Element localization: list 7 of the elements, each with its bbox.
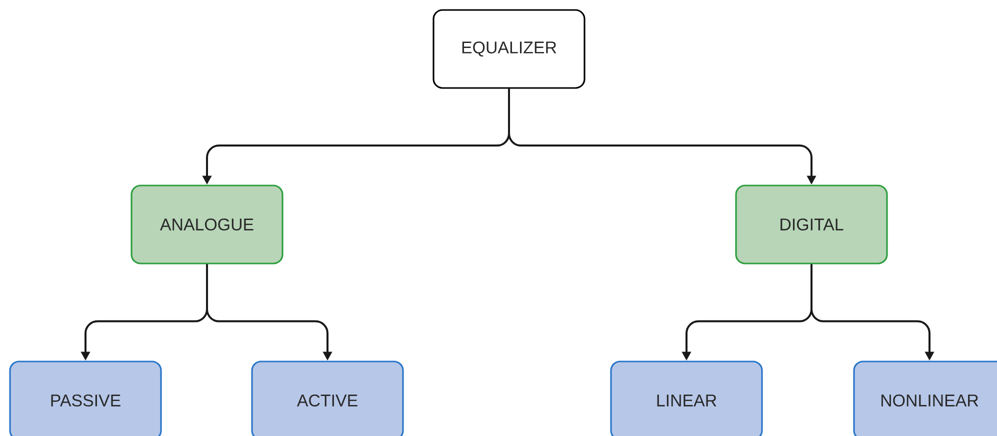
category-box: ANALOGUE — [130, 184, 284, 264]
category-box: DIGITAL — [735, 184, 888, 264]
root-box: EQUALIZER — [432, 9, 586, 89]
type-box: NONLINEAR — [853, 360, 997, 436]
type-box: ACTIVE — [251, 360, 404, 436]
type-box: PASSIVE — [9, 360, 162, 436]
type-box: LINEAR — [610, 360, 763, 436]
